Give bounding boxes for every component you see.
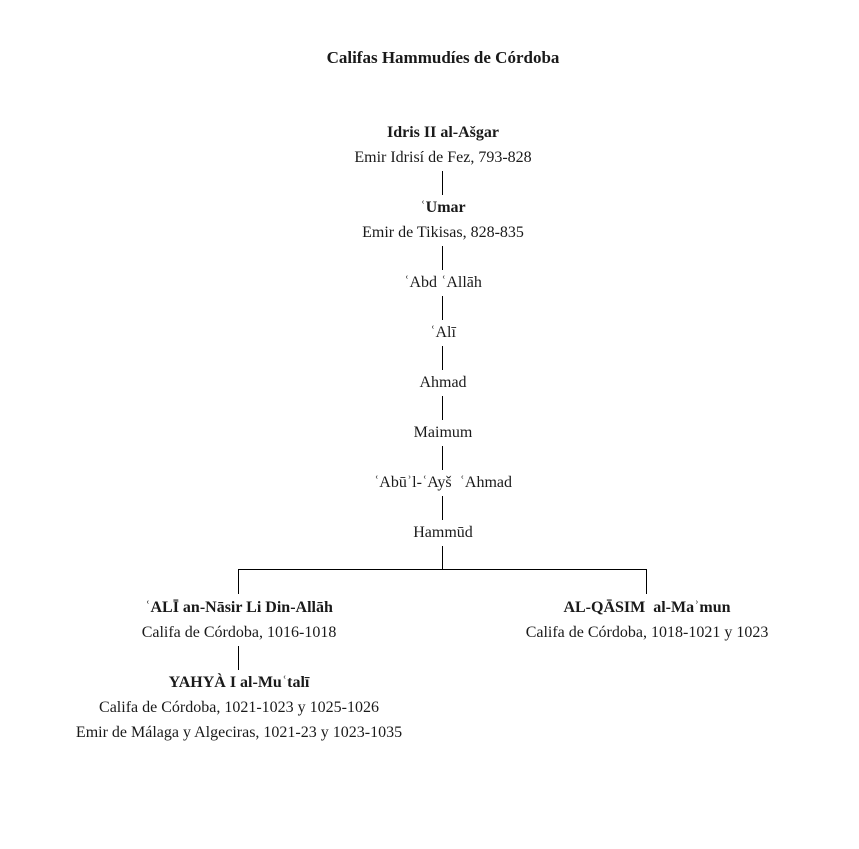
branch-right-drop [646, 569, 647, 594]
node-idris-name: Idris II al-Ašgar [386, 124, 500, 141]
node-umar-name: ʿUmar [420, 199, 466, 216]
connector-maimum-abulays [442, 446, 443, 470]
node-qasim-name: AL-QĀSIM al-Maʾmun [563, 599, 731, 616]
branch-line [238, 569, 647, 570]
connector-abdallah-ali [442, 296, 443, 320]
node-yahya-desc: Califa de Córdoba, 1021-1023 y 1025-1026 [99, 699, 379, 716]
node-yahya-name: YAHYÀ I al-Muʿtalī [168, 674, 310, 691]
chart-title: Califas Hammudíes de Córdoba [326, 48, 560, 67]
node-yahya-desc2: Emir de Málaga y Algeciras, 1021-23 y 10… [75, 724, 403, 741]
node-abd-allah-name: ʿAbd ʿAllāh [404, 274, 482, 291]
node-idris-desc: Emir Idrisí de Fez, 793-828 [354, 149, 532, 166]
node-qasim-desc: Califa de Córdoba, 1018-1021 y 1023 [525, 624, 769, 641]
node-ali-name: ʿAlī [430, 324, 456, 341]
connector-umar-abdallah [442, 246, 443, 270]
connector-hammud-branch [442, 546, 443, 569]
connector-alinasir-yahya [238, 646, 239, 670]
node-umar-desc: Emir de Tikisas, 828-835 [362, 224, 524, 241]
connector-ali-ahmad [442, 346, 443, 370]
connector-idris-umar [442, 171, 443, 195]
connector-ahmad-maimum [442, 396, 443, 420]
node-ali-nasir-desc: Califa de Córdoba, 1016-1018 [141, 624, 337, 641]
branch-left-drop [238, 569, 239, 594]
connector-abulays-hammud [442, 496, 443, 520]
node-hammud-name: Hammūd [413, 524, 473, 541]
node-maimum-name: Maimum [413, 424, 473, 441]
node-ahmad-name: Ahmad [419, 374, 467, 391]
node-abul-ays-name: ʿAbūʾl-ʿAyš ʿAhmad [373, 474, 513, 491]
node-ali-nasir-name: ʿALĪ an-Nāsir Li Din-Allāh [145, 599, 333, 616]
